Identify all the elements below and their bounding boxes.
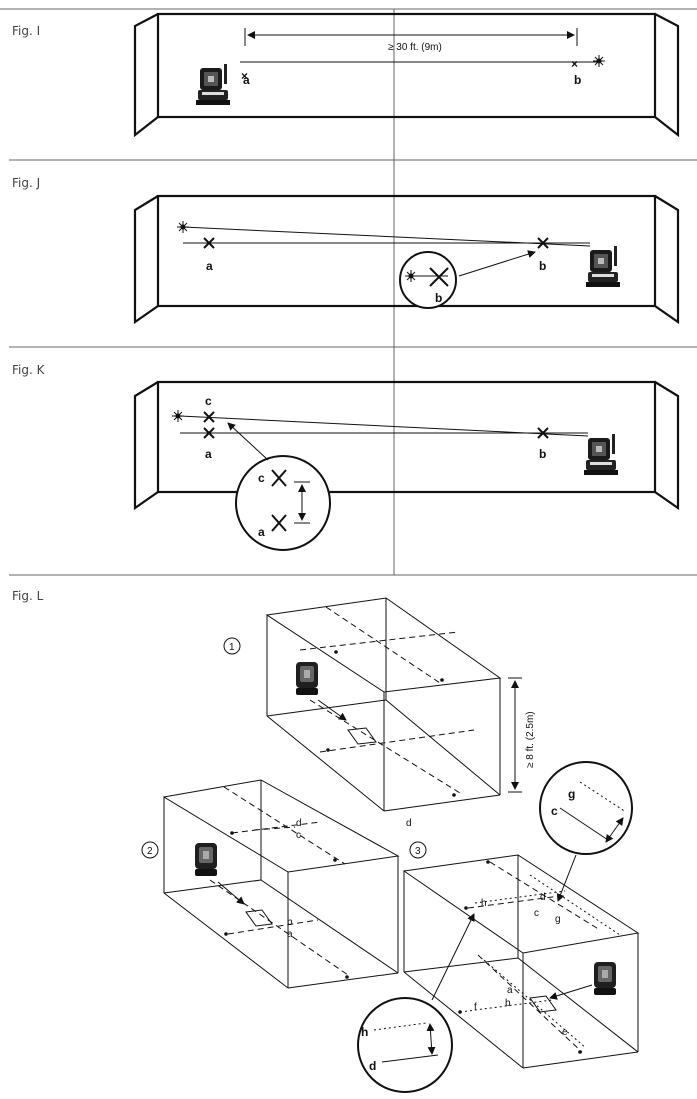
fig-j-inset-label: b (435, 291, 442, 305)
fig-i-distance: ≥ 30 ft. (9m) (388, 42, 442, 53)
fig-k-right-wall (654, 381, 680, 511)
fig-k-label-b: b (539, 447, 546, 461)
fig-i-back-wall (156, 12, 657, 119)
fig-j-laser-level-icon (586, 246, 620, 287)
fig-j-mark-b (537, 237, 549, 249)
fig-j-inset (399, 251, 457, 309)
fig-l: Fig. L 1 (12, 589, 640, 1093)
fig-k-label-c: c (205, 394, 212, 408)
fig-k-back-wall (156, 380, 657, 494)
fig-k-label-a: a (205, 447, 212, 461)
fig-l-step3-laser-icon (594, 962, 616, 995)
fig-j-label-a: a (206, 259, 213, 273)
fig-k-inset-label-c: c (258, 471, 265, 485)
fig-k-laser-spot-icon (171, 409, 185, 423)
fig-l-inset-gc-label-c: c (551, 804, 558, 818)
fig-l-step2-number: 2 (147, 846, 153, 857)
fig-k-mark-a (203, 427, 215, 439)
fig-l-height: ≥ 8 ft. (2.5m) (525, 711, 536, 768)
fig-k-mark-b (537, 427, 549, 439)
fig-l-step3-label-d: d (540, 892, 546, 903)
fig-l-step2-label-a: a (287, 929, 293, 940)
fig-l-inset-hd-label-h: h (361, 1025, 368, 1039)
fig-j-label-b: b (539, 259, 546, 273)
fig-k: Fig. K c a b c a (12, 363, 680, 551)
fig-l-step1-badge (223, 637, 241, 655)
fig-j-laser-spot-icon (176, 220, 190, 234)
fig-k-left-wall (133, 381, 159, 511)
fig-l-step2-badge (141, 841, 159, 859)
fig-i-right-wall (654, 13, 680, 138)
fig-i-laser-spot-icon (592, 54, 606, 68)
fig-i-laser-level-icon (196, 64, 230, 105)
fig-l-step3-label-g: g (555, 914, 561, 925)
fig-l-step3-room (402, 854, 640, 1069)
fig-l-title: Fig. L (12, 589, 44, 603)
fig-l-inset-gc-arrow (556, 854, 577, 902)
fig-j-inset-arrow (458, 250, 536, 277)
fig-j-right-wall (654, 195, 680, 325)
fig-j-mark-a (203, 237, 215, 249)
fig-l-step2-label-b: b (287, 917, 293, 928)
fig-l-inset-hd (357, 997, 453, 1093)
fig-i-left-wall (133, 13, 159, 138)
fig-l-step1-laser-icon (296, 662, 318, 695)
fig-l-step2-room (162, 779, 400, 989)
fig-k-mark-c (203, 411, 215, 423)
fig-l-step3-label-h: h (481, 898, 487, 909)
fig-k-title: Fig. K (12, 363, 46, 377)
fig-l-step2-label-d: d (296, 818, 302, 829)
fig-i-title: Fig. I (12, 24, 40, 38)
fig-i: Fig. I ≥ 30 ft. (9m) × × a b (12, 12, 680, 138)
fig-l-step3-number: 3 (415, 846, 421, 857)
fig-l-step3-label-f: f (474, 1002, 477, 1013)
fig-l-step3-label-b: b (505, 998, 511, 1009)
fig-j-back-wall (156, 194, 657, 308)
fig-l-inset-hd-label-d: d (369, 1059, 376, 1073)
fig-k-inset-label-a: a (258, 525, 265, 539)
fig-i-label-b: b (574, 73, 581, 87)
fig-l-inset-hd-arrow (431, 913, 475, 1001)
fig-k-inset (235, 455, 331, 551)
fig-k-laser-level-icon (584, 434, 618, 475)
fig-i-mark-b-x: × (571, 57, 578, 71)
fig-l-step1-number: 1 (229, 642, 235, 653)
fig-l-step3-label-e: e (562, 1027, 568, 1038)
fig-j: Fig. J a b b (12, 176, 680, 325)
fig-j-left-wall (133, 195, 159, 325)
fig-l-step3-label-a: a (507, 985, 513, 996)
fig-i-label-a: a (243, 73, 250, 87)
fig-l-step2-laser-icon (195, 843, 217, 876)
fig-l-step1-room (265, 597, 502, 812)
fig-l-step3-badge (409, 841, 427, 859)
fig-k-inset-arrow (227, 422, 269, 461)
fig-l-step1-label-d: d (406, 818, 412, 829)
fig-j-title: Fig. J (12, 176, 40, 190)
fig-l-step3-label-c: c (534, 908, 539, 919)
fig-i-mark-a-x: × (241, 69, 248, 83)
fig-l-step2-label-c: c (296, 830, 301, 841)
fig-l-inset-gc-label-g: g (568, 787, 575, 801)
